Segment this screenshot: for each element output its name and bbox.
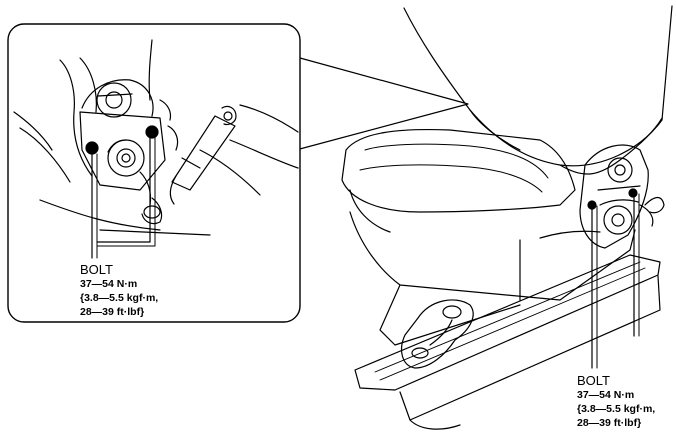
torque-kgf: {3.8—5.5 kgf·m, [577,403,656,415]
torque-ftlbf: 28—39 ft·lbf} [577,417,642,429]
seat-back [403,5,673,167]
detail-view [7,23,301,323]
recliner-mechanism [579,144,665,249]
torque-kgf: {3.8—5.5 kgf·m, [80,292,159,304]
leader-line-left-2 [96,137,151,243]
torque-nm: 37—54 N·m [80,278,138,290]
zoom-pointer [295,57,469,151]
bolt-label: BOLT [80,262,113,277]
bolt-detail-2 [145,125,159,139]
seat-cushion [341,128,576,213]
bolt-detail-1 [85,141,99,155]
seat-side-frame [349,211,636,301]
seat-assembly-drawing [341,5,673,430]
bolt-torque-callout-right: BOLT 37—54 N·m {3.8—5.5 kgf·m, 28—39 ft·… [577,374,655,430]
recliner-link-rod [169,105,237,205]
bolt-label: BOLT [577,373,610,388]
front-rail-bracket [401,299,474,369]
torque-nm: 37—54 N·m [577,389,635,401]
seat-rail [354,254,661,430]
recliner-detail [79,79,179,225]
torque-ftlbf: 28—39 ft·lbf} [80,306,145,318]
bolt-torque-callout-left: BOLT 37—54 N·m {3.8—5.5 kgf·m, 28—39 ft·… [80,263,158,319]
